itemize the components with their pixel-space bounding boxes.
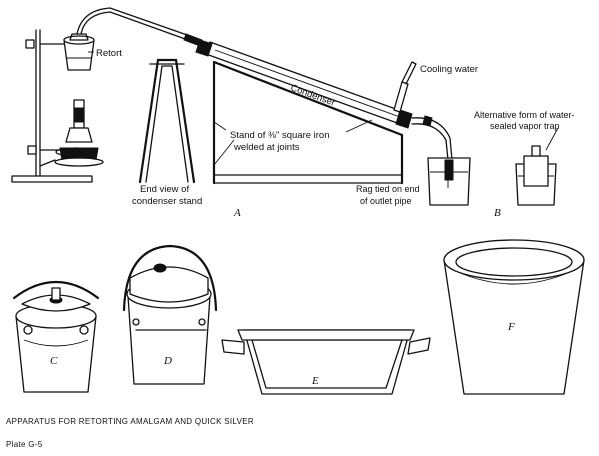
panel-letter-d: D (163, 355, 172, 367)
leader-lines (88, 51, 559, 188)
label-rag-line1: Rag tied on end (356, 184, 420, 194)
label-cooling-water: Cooling water (420, 64, 478, 75)
panel-letter-f: F (507, 321, 515, 333)
retort-stand (11, 29, 97, 183)
vapor-pipe (76, 7, 203, 47)
plate-number: Plate G-5 (6, 440, 43, 449)
label-end-view-line1: End view of (140, 184, 189, 195)
label-stand-line1: Stand of ⅜" square iron (230, 130, 330, 141)
label-alternative-line2: sealed vapor trap (490, 121, 560, 131)
vapor-trap-a (427, 157, 471, 206)
label-stand-line2: welded at joints (233, 142, 300, 153)
vapor-trap-alternative (515, 145, 557, 206)
panel-letter-a: A (233, 207, 241, 219)
retort-vessel (63, 33, 95, 71)
label-retort: Retort (96, 48, 122, 59)
label-alternative-line1: Alternative form of water- (474, 110, 575, 120)
label-end-view-line2: condenser stand (132, 196, 202, 207)
panel-letter-e: E (311, 375, 319, 387)
figure-caption: APPARATUS FOR RETORTING AMALGAM AND QUIC… (6, 417, 254, 426)
label-rag-line2: of outlet pipe (360, 196, 412, 206)
vessel-c (12, 280, 100, 393)
panel-letter-c: C (50, 355, 58, 367)
crucible-f (443, 239, 585, 395)
end-view-stand (138, 58, 196, 184)
panel-letter-b: B (494, 207, 501, 219)
burner (39, 99, 104, 167)
condenser (195, 39, 453, 161)
tray-e (221, 329, 431, 395)
vessel-d (122, 244, 218, 385)
